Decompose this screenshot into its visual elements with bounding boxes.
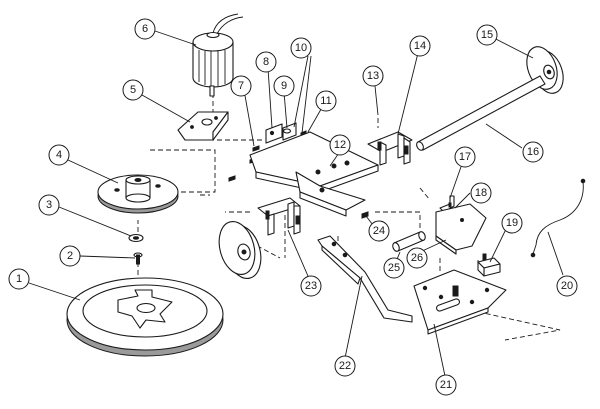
callout-26: 26 [406,247,428,269]
base-plate [413,269,507,335]
pulley-disc [66,277,224,357]
svg-text:7: 7 [238,80,244,92]
callout-25: 25 [383,257,405,279]
callout-11: 11 [315,90,337,112]
fastener-cluster [228,122,312,182]
callout-17: 17 [454,146,476,168]
svg-text:14: 14 [414,40,426,52]
callouts: 1 2 3 4 5 6 7 8 9 10 11 12 13 14 15 16 1… [8,18,578,396]
callout-23: 23 [300,275,322,297]
callout-12: 12 [329,134,351,156]
leader-lines [28,30,564,377]
svg-text:4: 4 [56,149,62,161]
hub-plate [97,174,179,214]
cable [530,178,586,258]
callout-24: 24 [368,220,390,242]
callout-13: 13 [362,65,384,87]
callout-20: 20 [556,275,578,297]
roller-tube [392,231,426,252]
washer [128,233,144,243]
switch [477,253,501,277]
svg-text:11: 11 [320,95,331,107]
callout-7: 7 [230,75,252,97]
svg-text:5: 5 [130,84,136,96]
callout-1: 1 [8,268,30,290]
svg-text:13: 13 [367,70,379,82]
svg-text:21: 21 [440,379,452,391]
svg-text:6: 6 [142,23,148,35]
svg-text:3: 3 [46,199,52,211]
deck-frame [249,131,379,217]
callout-8: 8 [255,51,277,73]
callout-22: 22 [334,355,356,377]
callout-9: 9 [273,75,295,97]
svg-text:9: 9 [281,80,287,92]
svg-text:15: 15 [481,29,493,41]
axle-rod [416,75,546,151]
callout-21: 21 [435,374,457,396]
motor-mount-plate [177,111,229,141]
motor [192,13,244,97]
svg-text:26: 26 [411,252,423,264]
rear-axle-bracket [367,131,413,166]
callout-4: 4 [48,144,70,166]
callout-16: 16 [522,141,544,163]
svg-text:24: 24 [373,225,385,237]
svg-text:19: 19 [506,217,518,229]
callout-2: 2 [59,245,81,267]
callout-10: 10 [290,37,312,59]
svg-text:1: 1 [16,273,22,285]
callout-19: 19 [501,212,523,234]
svg-text:8: 8 [263,56,269,68]
svg-text:2: 2 [67,250,73,262]
svg-text:18: 18 [475,187,487,199]
svg-text:25: 25 [388,262,400,274]
svg-text:17: 17 [459,151,471,163]
svg-text:22: 22 [339,360,351,372]
callout-14: 14 [409,35,431,57]
svg-text:16: 16 [527,146,539,158]
switch-plate [435,203,487,255]
svg-text:23: 23 [305,280,317,292]
svg-text:20: 20 [561,280,573,292]
callout-5: 5 [122,79,144,101]
svg-text:12: 12 [334,139,346,151]
svg-text:10: 10 [295,42,307,54]
callout-6: 6 [134,18,156,40]
callout-18: 18 [470,182,492,204]
callout-3: 3 [38,194,60,216]
front-wheel-bracket [257,197,301,236]
handle-lever [317,235,413,323]
front-wheel [218,221,262,279]
screw [133,252,143,265]
callout-15: 15 [476,24,498,46]
